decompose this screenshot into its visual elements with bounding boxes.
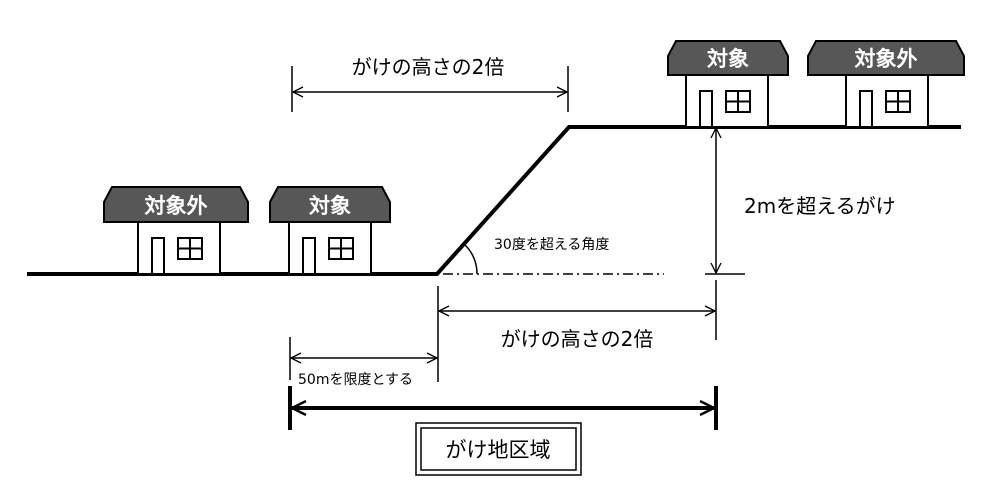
cliff-height-dimension (705, 128, 745, 275)
roof (269, 186, 391, 223)
zone-label-box (415, 422, 582, 476)
roof (667, 40, 789, 76)
zone-extent-dimension (288, 386, 718, 430)
cliff-height-label: 2mを超えるがけ (744, 194, 896, 218)
house-upper-near: 対象 (667, 40, 789, 128)
roof (103, 186, 249, 223)
house-lower-far: 対象外 (103, 186, 249, 275)
house-label: 対象外 (145, 194, 208, 218)
bottom-distance-label: がけの高さの2倍 (501, 327, 654, 351)
slope-angle-arc (463, 243, 478, 275)
slope-angle-label: 30度を超える角度 (494, 237, 609, 253)
house-label: 対象 (309, 194, 351, 218)
top-distance-label: がけの高さの2倍 (352, 55, 505, 79)
house-label: 対象外 (855, 47, 918, 71)
house-lower-near: 対象 (269, 186, 391, 275)
house-upper-far: 対象外 (807, 40, 965, 128)
limit-dimension (289, 337, 437, 380)
limit-label: 50mを限度とする (298, 372, 413, 388)
roof (807, 40, 965, 76)
bottom-distance-dimension (437, 280, 717, 382)
house-label: 対象 (707, 47, 749, 71)
top-distance-dimension (291, 66, 569, 112)
zone-label: がけ地区域 (446, 438, 551, 462)
